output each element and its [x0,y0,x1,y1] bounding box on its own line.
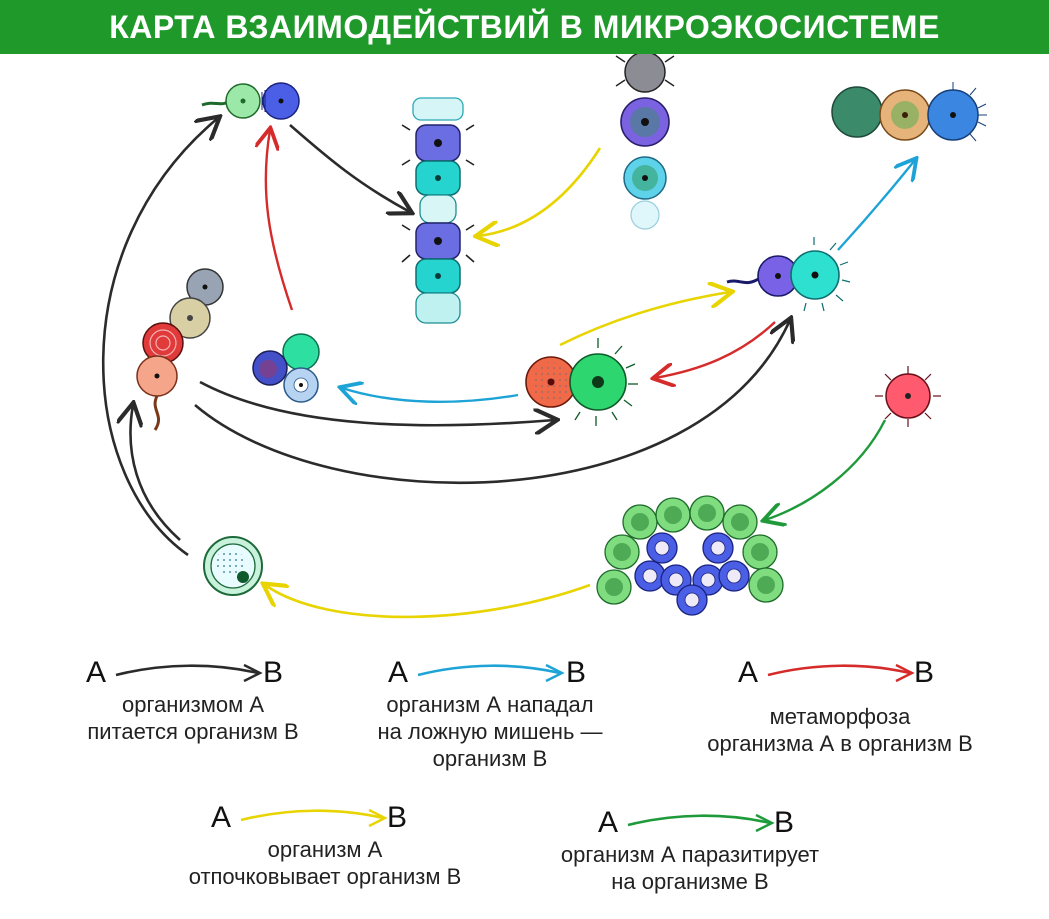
legend-arrow-metamorphosis [767,663,915,683]
legend-arrow-decoy [417,663,565,683]
legend-label-b: B [774,806,795,839]
legend-label-b: B [566,656,587,689]
legend-desc-line: организм А [267,837,383,862]
feeds-arrow-stack-to-flagellate [194,320,790,485]
legend-desc-line: на организме В [611,869,769,894]
legend-desc-line: на ложную мишень — [377,719,603,744]
organism-left-stack [136,268,224,431]
organism-top-right-triple [831,82,987,142]
legend-desc-line: организмом А [121,692,265,717]
legend-item-budding: A B организм А отпочковывает организм В [165,800,485,890]
organism-top-pair [201,82,300,120]
title-bar: КАРТА ВЗАИМОДЕЙСТВИЙ В МИКРОЭКОСИСТЕМЕ [0,0,1049,54]
bud-arrow-chain-to-chain [478,147,602,236]
legend-label-a: A [598,806,619,839]
legend-arrow-feeds [115,663,263,683]
organism-right-chain [615,51,675,230]
legend-desc-line: организм В [432,746,548,771]
legend-desc-line: организма А в организм В [707,731,973,756]
decoy-arrow-spiked-to-trio [342,388,519,402]
legend-arrow-parasite [627,813,775,833]
legend-arrow-row: A B [165,800,485,836]
legend-desc-line: метаморфоза [769,704,911,729]
feeds-arrow-cyst-to-top-pair [101,118,218,557]
legend-item-parasite: A B организм А паразитирует на организме… [530,805,850,895]
bud-arrow-colony-to-cyst [265,585,591,619]
legend-desc-line: организм А паразитирует [560,842,820,867]
legend-label-b: B [387,801,408,834]
legend-desc-line: питается организм В [87,719,299,744]
organism-spiked-pair [525,338,638,426]
meta-arrow-trio-to-pair [266,130,294,311]
legend-item-feeds: A B организмом А питается организм В [68,655,318,745]
legend-item-metamorphosis: A B метаморфоза организма А в организм В [670,655,1010,757]
legend-label-a: A [211,801,232,834]
feeds-arrow-cyst-to-stack [130,405,181,541]
legend-label-a: A [388,656,409,689]
legend-label-a: A [86,656,107,689]
organism-trio [252,333,320,403]
organism-left-chain [401,97,475,324]
legend-desc-line: отпочковывает организм В [188,864,462,889]
bud-arrow-spiked-to-flagellate [559,292,730,347]
feeds-arrow-stack-to-spiked [199,380,555,425]
feeds-arrow-pair-to-chain [289,124,410,212]
legend-arrow-row: A B [68,655,318,691]
legend-label-a: A [738,656,759,689]
legend-arrow-row: A B [670,655,1010,691]
legend-label-b: B [263,656,284,689]
organism-flagellate-pair [726,237,851,312]
decoy-arrow-flagellate-to-triple [837,160,915,251]
organism-red-spiky [875,366,941,427]
legend-arrow-budding [240,808,388,828]
legend-label-b: B [914,656,935,689]
page-title: КАРТА ВЗАИМОДЕЙСТВИЙ В МИКРОЭКОСИСТЕМЕ [109,8,940,45]
organism-colony [596,495,784,616]
legend-arrow-row: A B [530,805,850,841]
parasite-arrow-spiky-to-colony [765,419,887,520]
arrows [101,118,915,619]
meta-arrow-flagellate-to-spiked [655,321,776,378]
legend-desc-line: организм А нападал [386,692,594,717]
legend-item-decoy: A B организм А нападал на ложную мишень … [340,655,640,772]
legend-arrow-row: A B [340,655,640,691]
organism-cyst [203,536,263,596]
